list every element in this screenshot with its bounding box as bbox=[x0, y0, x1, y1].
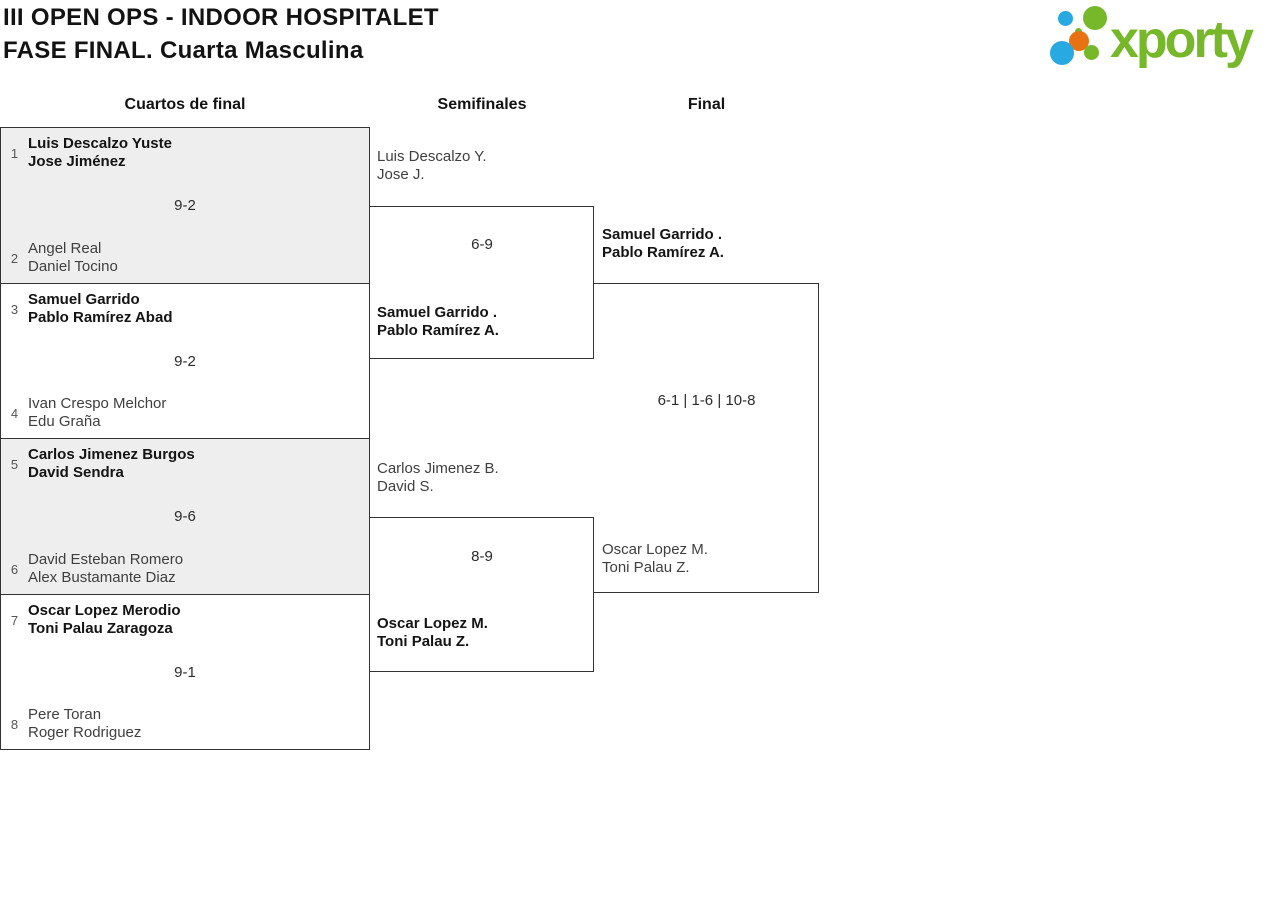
sf-match-1-box bbox=[370, 206, 594, 359]
logo-dot-icon bbox=[1058, 11, 1073, 26]
player-name: Samuel Garrido . bbox=[377, 304, 498, 321]
team-row: 8 Pere Toran Roger Rodriguez bbox=[1, 706, 369, 742]
player-name: Carlos Jimenez B. bbox=[377, 460, 499, 477]
player-name: Luis Descalzo Yuste bbox=[28, 135, 172, 152]
round-header-semifinales: Semifinales bbox=[437, 96, 527, 113]
player-name: Pablo Ramírez A. bbox=[377, 322, 499, 339]
sf2-team-top: Carlos Jimenez B. David S. bbox=[377, 460, 499, 496]
team-row: 2 Angel Real Daniel Tocino bbox=[1, 240, 369, 276]
team-name: Oscar Lopez Merodio Toni Palau Zaragoza bbox=[28, 602, 181, 638]
round-header-final: Final bbox=[687, 96, 726, 113]
logo-dot-icon bbox=[1069, 31, 1089, 51]
player-name: David Esteban Romero bbox=[28, 551, 184, 568]
player-name: Pablo Ramírez Abad bbox=[28, 309, 173, 326]
player-name: Roger Rodriguez bbox=[28, 724, 142, 741]
player-name: Pere Toran bbox=[28, 706, 102, 723]
player-name: Angel Real bbox=[28, 240, 102, 257]
team-row: 7 Oscar Lopez Merodio Toni Palau Zaragoz… bbox=[1, 602, 369, 638]
player-name: Daniel Tocino bbox=[28, 258, 118, 275]
sf1-team-bottom: Samuel Garrido . Pablo Ramírez A. bbox=[377, 304, 499, 340]
seed-number: 4 bbox=[10, 405, 19, 421]
player-name: David S. bbox=[377, 478, 434, 495]
qf-match-3: 5 Carlos Jimenez Burgos David Sendra 9-6… bbox=[0, 438, 370, 594]
player-name: Jose J. bbox=[377, 166, 425, 183]
round-header-cuartos: Cuartos de final bbox=[124, 96, 246, 113]
xporty-logo[interactable]: xporty bbox=[1046, 4, 1278, 76]
seed-number: 1 bbox=[10, 145, 19, 161]
qf-match-2: 3 Samuel Garrido Pablo Ramírez Abad 9-2 … bbox=[0, 283, 370, 438]
player-name: Luis Descalzo Y. bbox=[377, 148, 487, 165]
match-score: 9-1 bbox=[174, 663, 196, 681]
seed-number: 5 bbox=[10, 456, 19, 472]
sf2-team-bottom: Oscar Lopez M. Toni Palau Z. bbox=[377, 615, 488, 651]
player-name: Samuel Garrido bbox=[28, 291, 140, 308]
player-name: Alex Bustamante Diaz bbox=[28, 569, 176, 586]
match-score: 9-2 bbox=[174, 197, 196, 214]
player-name: Oscar Lopez M. bbox=[602, 541, 708, 558]
team-row: 6 David Esteban Romero Alex Bustamante D… bbox=[1, 551, 369, 587]
player-name: Oscar Lopez Merodio bbox=[28, 602, 181, 619]
team-row: 4 Ivan Crespo Melchor Edu Graña bbox=[1, 395, 369, 431]
team-name: Luis Descalzo Yuste Jose Jiménez bbox=[28, 135, 172, 171]
player-name: Edu Graña bbox=[28, 413, 101, 430]
player-name: David Sendra bbox=[28, 464, 124, 481]
logo-wordmark: xporty bbox=[1110, 11, 1254, 69]
player-name: Samuel Garrido . bbox=[602, 226, 723, 243]
tournament-name: III OPEN OPS - INDOOR HOSPITALET bbox=[3, 4, 439, 31]
match-score: 6-9 bbox=[471, 236, 493, 253]
page-title: III OPEN OPS - INDOOR HOSPITALET FASE FI… bbox=[3, 1, 439, 67]
team-name: Ivan Crespo Melchor Edu Graña bbox=[28, 395, 166, 431]
match-score: 6-1 | 1-6 | 10-8 bbox=[657, 392, 756, 409]
final-team-top: Samuel Garrido . Pablo Ramírez A. bbox=[602, 226, 724, 262]
player-name: Pablo Ramírez A. bbox=[602, 244, 724, 261]
team-name: David Esteban Romero Alex Bustamante Dia… bbox=[28, 551, 183, 587]
match-score: 9-6 bbox=[174, 508, 196, 525]
sf1-team-top: Luis Descalzo Y. Jose J. bbox=[377, 148, 487, 184]
player-name: Carlos Jimenez Burgos bbox=[28, 446, 195, 463]
final-match-box bbox=[594, 283, 819, 593]
qf-match-4: 7 Oscar Lopez Merodio Toni Palau Zaragoz… bbox=[0, 594, 370, 750]
team-name: Carlos Jimenez Burgos David Sendra bbox=[28, 446, 195, 482]
team-row: 3 Samuel Garrido Pablo Ramírez Abad bbox=[1, 291, 369, 327]
team-row: 1 Luis Descalzo Yuste Jose Jiménez bbox=[1, 135, 369, 171]
player-name: Jose Jiménez bbox=[28, 153, 126, 170]
sf-match-2-box bbox=[370, 517, 594, 672]
phase-category: FASE FINAL. Cuarta Masculina bbox=[3, 37, 364, 64]
player-name: Toni Palau Z. bbox=[377, 633, 470, 650]
seed-number: 7 bbox=[10, 612, 19, 628]
final-team-bottom: Oscar Lopez M. Toni Palau Z. bbox=[602, 541, 708, 577]
seed-number: 6 bbox=[10, 561, 19, 577]
seed-number: 2 bbox=[10, 250, 19, 266]
team-row: 5 Carlos Jimenez Burgos David Sendra bbox=[1, 446, 369, 482]
player-name: Ivan Crespo Melchor bbox=[28, 395, 167, 412]
player-name: Toni Palau Z. bbox=[602, 559, 690, 576]
player-name: Toni Palau Zaragoza bbox=[28, 620, 173, 637]
team-name: Angel Real Daniel Tocino bbox=[28, 240, 118, 276]
player-name: Oscar Lopez M. bbox=[377, 615, 488, 632]
qf-match-1: 1 Luis Descalzo Yuste Jose Jiménez 9-2 2… bbox=[0, 127, 370, 283]
logo-dot-icon bbox=[1050, 41, 1074, 65]
match-score: 9-2 bbox=[174, 352, 196, 370]
team-name: Pere Toran Roger Rodriguez bbox=[28, 706, 141, 742]
logo-dot-icon bbox=[1084, 45, 1099, 60]
seed-number: 8 bbox=[10, 716, 19, 732]
logo-dot-icon bbox=[1083, 6, 1107, 30]
match-score: 8-9 bbox=[471, 548, 493, 565]
team-name: Samuel Garrido Pablo Ramírez Abad bbox=[28, 291, 172, 327]
seed-number: 3 bbox=[10, 301, 19, 317]
